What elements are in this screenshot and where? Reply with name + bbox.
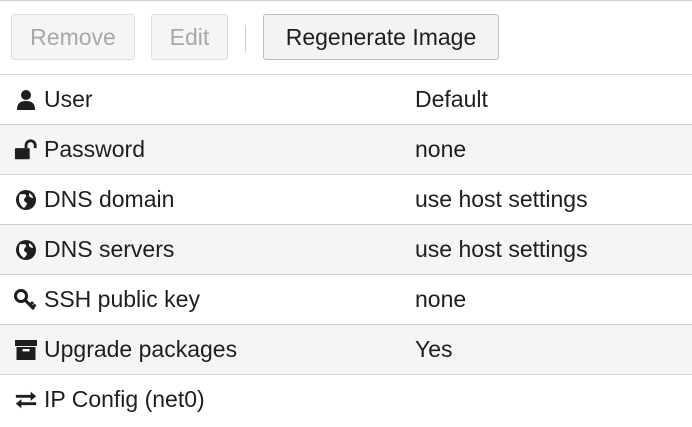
row-key-cell: IP Config (net0)	[14, 375, 205, 424]
row-key-cell: SSH public key	[14, 275, 200, 324]
edit-button[interactable]: Edit	[151, 14, 228, 60]
remove-button[interactable]: Remove	[11, 14, 135, 60]
regenerate-image-button[interactable]: Regenerate Image	[263, 14, 499, 60]
row-key-label: User	[44, 86, 93, 112]
row-value: none	[415, 286, 467, 312]
row-password[interactable]: Password none	[0, 124, 692, 174]
row-upgrade-packages[interactable]: Upgrade packages Yes	[0, 324, 692, 374]
row-value: use host settings	[415, 186, 588, 212]
row-key-cell: Upgrade packages	[14, 325, 237, 374]
toolbar-separator	[245, 25, 246, 52]
row-value: use host settings	[415, 236, 588, 262]
globe-icon	[14, 238, 38, 262]
row-key-cell: User	[14, 75, 93, 124]
key-icon	[14, 288, 38, 312]
row-ip-config-net0[interactable]: IP Config (net0)	[0, 374, 692, 427]
row-key-label: SSH public key	[44, 286, 200, 312]
row-dns-servers[interactable]: DNS servers use host settings	[0, 224, 692, 274]
row-key-label: Password	[44, 136, 145, 162]
row-ssh-public-key[interactable]: SSH public key none	[0, 274, 692, 324]
row-value: none	[415, 136, 467, 162]
archive-icon	[14, 338, 38, 362]
top-border	[0, 0, 692, 1]
unlock-icon	[14, 138, 38, 162]
row-key-cell: Password	[14, 125, 145, 174]
row-key-label: DNS domain	[44, 186, 175, 212]
cloud-init-grid: User Default Password none	[0, 74, 692, 427]
toolbar: Remove Edit Regenerate Image	[0, 1, 692, 74]
row-key-cell: DNS servers	[14, 225, 174, 274]
row-value: Default	[415, 86, 488, 112]
row-value: Yes	[415, 336, 453, 362]
row-key-cell: DNS domain	[14, 175, 174, 224]
row-key-label: IP Config (net0)	[44, 386, 205, 412]
row-key-label: DNS servers	[44, 236, 175, 262]
row-key-label: Upgrade packages	[44, 336, 238, 362]
row-dns-domain[interactable]: DNS domain use host settings	[0, 174, 692, 224]
user-icon	[14, 88, 38, 112]
row-user[interactable]: User Default	[0, 74, 692, 124]
exchange-icon	[14, 388, 38, 412]
globe-icon	[14, 188, 38, 212]
